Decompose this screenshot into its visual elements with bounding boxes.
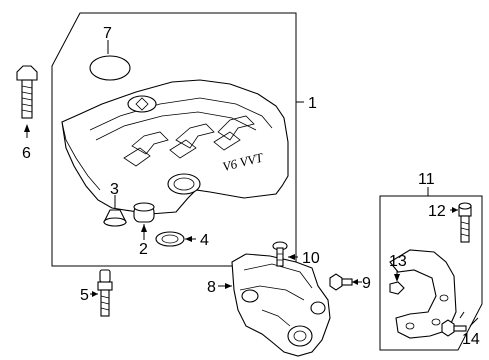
stud (90, 269, 113, 317)
engine-cover-group-frame (51, 12, 297, 267)
hex-bolt (441, 311, 467, 337)
engine-cover: V6 VVT (61, 79, 289, 215)
bolt-small (329, 273, 362, 291)
oil-filler-cap (89, 40, 131, 81)
callout-6: 6 (22, 145, 31, 162)
isolator (133, 202, 155, 240)
callout-10: 10 (302, 250, 320, 267)
callout-13: 13 (389, 253, 407, 270)
callout-7: 7 (103, 25, 112, 42)
callout-8: 8 (207, 279, 216, 296)
callout-12: 12 (428, 203, 446, 220)
callout-4: 4 (200, 232, 209, 249)
grommet (103, 209, 127, 227)
callout-9: 9 (362, 275, 371, 292)
bolt-with-washer (450, 202, 472, 243)
engine-mount-bracket (218, 253, 331, 357)
clip-nut (389, 270, 405, 295)
callout-1: 1 (308, 95, 317, 112)
callout-5: 5 (80, 287, 89, 304)
callout-2: 2 (139, 241, 148, 258)
bracket-group-frame (379, 195, 483, 351)
push-pin-clip (272, 241, 298, 267)
o-ring (155, 231, 196, 247)
callout-3: 3 (110, 181, 119, 198)
bolt-long (16, 65, 38, 138)
callout-14: 14 (462, 331, 480, 348)
support-bracket (389, 249, 457, 339)
callout-11: 11 (418, 171, 435, 188)
